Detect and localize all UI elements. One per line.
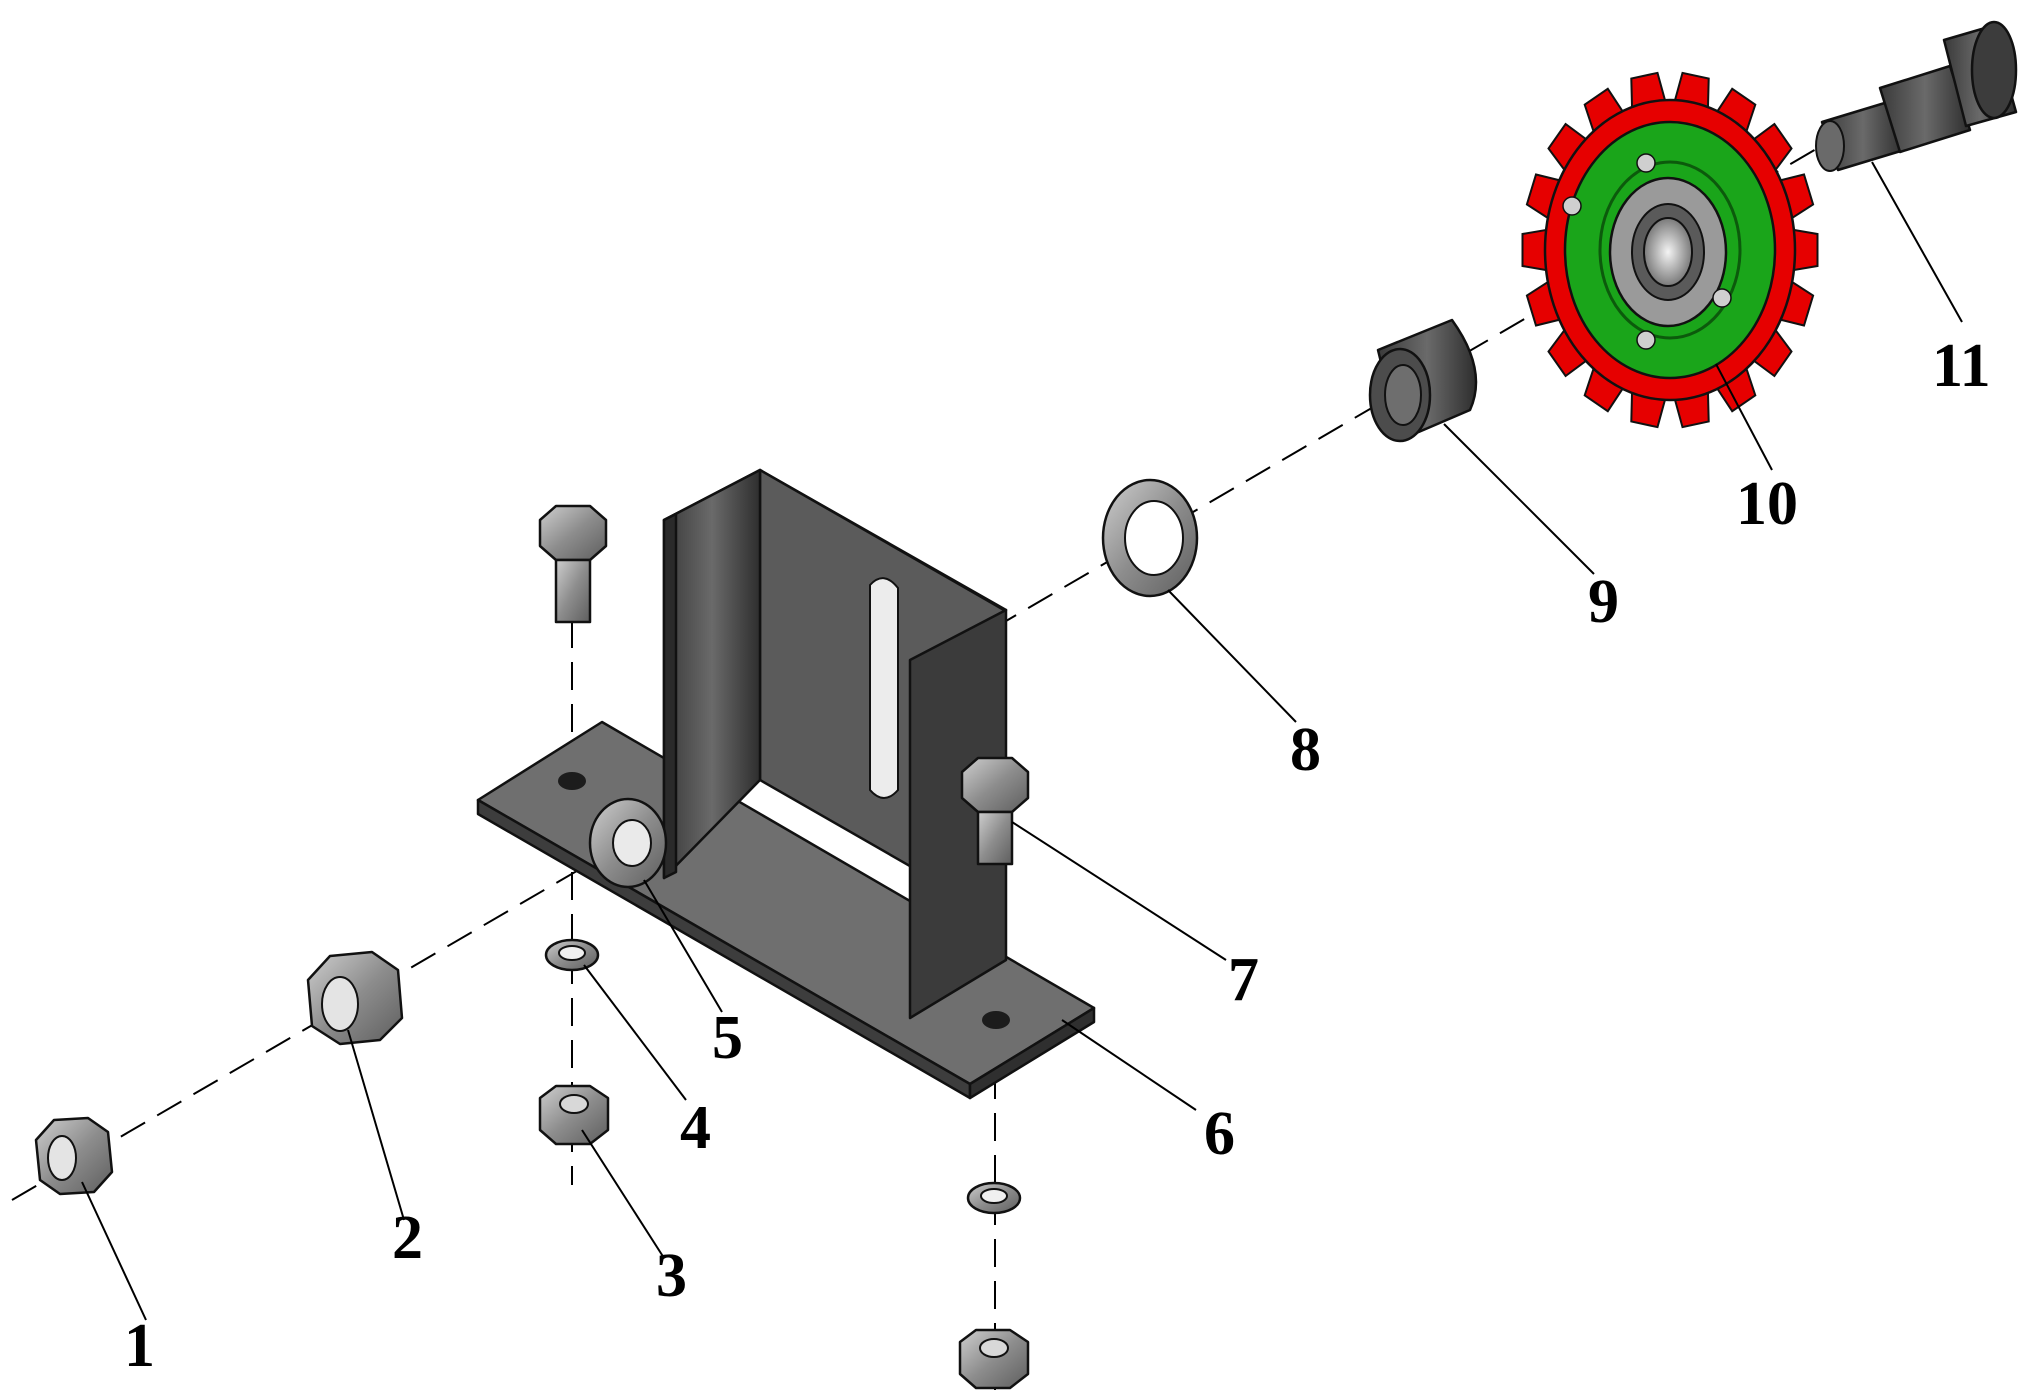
bolt-left-head bbox=[538, 504, 608, 562]
bolt-left bbox=[538, 504, 608, 624]
lock-washer-right bbox=[966, 1181, 1022, 1215]
callout-5: 5 bbox=[712, 1004, 743, 1072]
spacer-part-9 bbox=[1368, 318, 1478, 443]
nut-bottom-right-body bbox=[958, 1328, 1030, 1390]
callout-11: 11 bbox=[1932, 332, 1991, 400]
bracket-upright-right-wall bbox=[908, 608, 1008, 1020]
leader-5 bbox=[643, 879, 723, 1013]
nut-part-2 bbox=[306, 950, 404, 1046]
spacer-9-bore bbox=[1384, 364, 1422, 426]
washer-8-hole bbox=[1124, 500, 1184, 576]
axle-11-tip-face bbox=[1815, 120, 1845, 172]
nut-3-body bbox=[538, 1084, 610, 1146]
bracket-slot bbox=[869, 577, 899, 799]
hub-rivet-right bbox=[1712, 288, 1732, 308]
leader-10 bbox=[1715, 363, 1773, 471]
bracket-hole-right bbox=[982, 1011, 1010, 1029]
callout-7: 7 bbox=[1228, 946, 1259, 1014]
leader-8 bbox=[1167, 589, 1297, 723]
nut-bottom-right-hole bbox=[979, 1338, 1009, 1358]
axle-11-head bbox=[1970, 20, 2018, 120]
sprocket-part-10 bbox=[1521, 71, 1819, 429]
callout-2: 2 bbox=[392, 1204, 423, 1272]
callout-10: 10 bbox=[1736, 470, 1798, 538]
bolt-7-head bbox=[960, 756, 1030, 814]
nut-part-1 bbox=[34, 1116, 114, 1196]
lock-washer-4-hole bbox=[558, 945, 586, 961]
callout-6: 6 bbox=[1204, 1100, 1235, 1168]
axle-pin-part-11 bbox=[1815, 20, 2018, 172]
hub-rivet-bottom bbox=[1636, 330, 1656, 350]
leader-9 bbox=[1443, 423, 1595, 575]
callout-4: 4 bbox=[680, 1094, 711, 1162]
sprocket-teeth bbox=[1521, 71, 1819, 429]
lock-washer-part-4 bbox=[544, 938, 600, 972]
leader-1 bbox=[81, 1181, 147, 1321]
leader-11 bbox=[1871, 161, 1963, 323]
hub-rivet-top bbox=[1636, 153, 1656, 173]
axle-11-middle bbox=[1878, 64, 1972, 154]
leader-4 bbox=[583, 964, 687, 1101]
nut-part-3 bbox=[538, 1084, 610, 1146]
nut-bottom-right bbox=[958, 1328, 1030, 1390]
bearing-bore bbox=[1643, 217, 1693, 287]
callout-9: 9 bbox=[1588, 568, 1619, 636]
washer-part-8 bbox=[1101, 478, 1199, 598]
nut-1-hole bbox=[47, 1135, 77, 1181]
bracket-base-side-edge bbox=[968, 1006, 1096, 1100]
bracket-hole-left bbox=[558, 772, 586, 790]
callout-3: 3 bbox=[656, 1242, 687, 1310]
nut-2-hole bbox=[321, 976, 359, 1032]
bolt-part-7 bbox=[960, 756, 1030, 866]
leader-7 bbox=[1011, 821, 1227, 961]
lock-washer-right-hole bbox=[980, 1188, 1008, 1204]
leader-3 bbox=[581, 1129, 665, 1259]
bracket-upright-front-edge bbox=[662, 512, 678, 880]
callout-1: 1 bbox=[124, 1312, 155, 1380]
bolt-left-shank bbox=[554, 558, 592, 624]
leader-6 bbox=[1061, 1019, 1197, 1111]
hub-rivet-left bbox=[1562, 196, 1582, 216]
washer-5-hole bbox=[612, 819, 652, 867]
nut-3-hole bbox=[559, 1094, 589, 1114]
leader-2 bbox=[347, 1029, 405, 1221]
callout-8: 8 bbox=[1290, 716, 1321, 784]
washer-part-5 bbox=[588, 797, 668, 889]
sprocket-hub-ring bbox=[1598, 160, 1742, 340]
bolt-7-shank bbox=[976, 810, 1014, 866]
